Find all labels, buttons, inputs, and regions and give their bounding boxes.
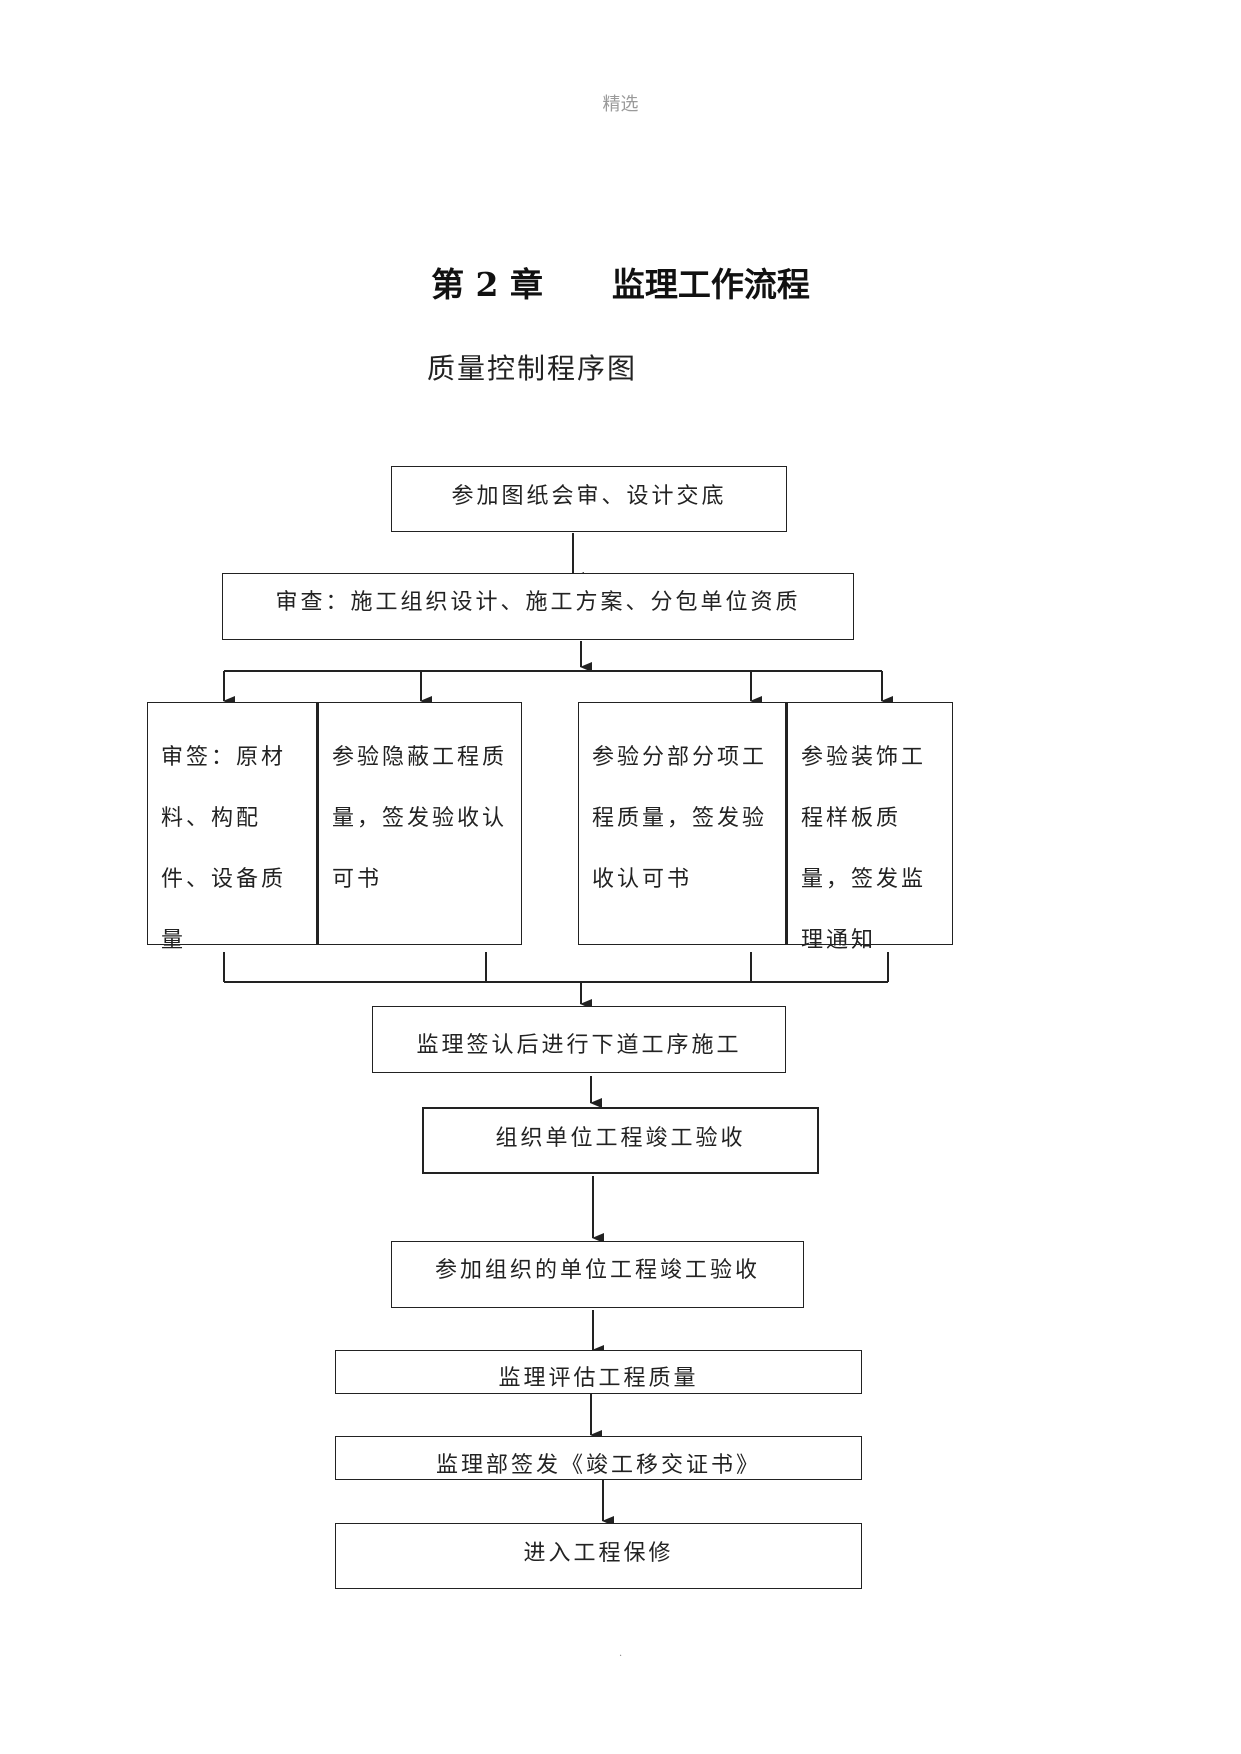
node-warranty-label: 进入工程保修 (523, 1541, 674, 1566)
node-attend-acceptance-label: 参加组织的单位工程竣工验收 (434, 1258, 760, 1283)
node-materials-approval-label: 审签：原材料、构配件、设备质量 (161, 745, 287, 953)
node-drawing-review: 参加图纸会审、设计交底 (391, 466, 787, 532)
node-attend-acceptance: 参加组织的单位工程竣工验收 (391, 1241, 804, 1308)
node-materials-approval: 审签：原材料、构配件、设备质量 (147, 702, 317, 953)
page-header: 精选 (602, 94, 639, 115)
node-review-plans: 审查：施工组织设计、施工方案、分包单位资质 (222, 573, 854, 640)
node-concealed-works-label: 参验隐蔽工程质量，签发验收认可书 (332, 745, 508, 892)
node-next-process-label: 监理签认后进行下道工序施工 (416, 1033, 742, 1058)
node-decoration-sample: 参验装饰工程样板质量，签发监理通知 (785, 702, 953, 953)
node-organize-acceptance-label: 组织单位工程竣工验收 (495, 1126, 746, 1151)
node-subdivision-works: 参验分部分项工程质量，签发验收认可书 (578, 702, 786, 945)
node-drawing-review-label: 参加图纸会审、设计交底 (451, 484, 727, 509)
node-quality-assessment-label: 监理评估工程质量 (498, 1366, 699, 1391)
page-footer: . (619, 1648, 623, 1659)
node-decoration-sample-label: 参验装饰工程样板质量，签发监理通知 (801, 745, 927, 953)
node-handover-certificate-label: 监理部签发《竣工移交证书》 (435, 1453, 761, 1478)
node-handover-certificate: 监理部签发《竣工移交证书》 (335, 1436, 862, 1480)
node-organize-acceptance: 组织单位工程竣工验收 (422, 1107, 819, 1174)
node-quality-assessment: 监理评估工程质量 (335, 1350, 862, 1394)
node-next-process: 监理签认后进行下道工序施工 (372, 1006, 786, 1073)
node-warranty: 进入工程保修 (335, 1523, 862, 1589)
chapter-title: 第 2 章 监理工作流程 (431, 265, 810, 304)
node-subdivision-works-label: 参验分部分项工程质量，签发验收认可书 (592, 745, 768, 892)
node-review-plans-label: 审查：施工组织设计、施工方案、分包单位资质 (275, 590, 801, 615)
node-concealed-works: 参验隐蔽工程质量，签发验收认可书 (316, 702, 522, 945)
diagram-title: 质量控制程序图 (427, 352, 638, 385)
